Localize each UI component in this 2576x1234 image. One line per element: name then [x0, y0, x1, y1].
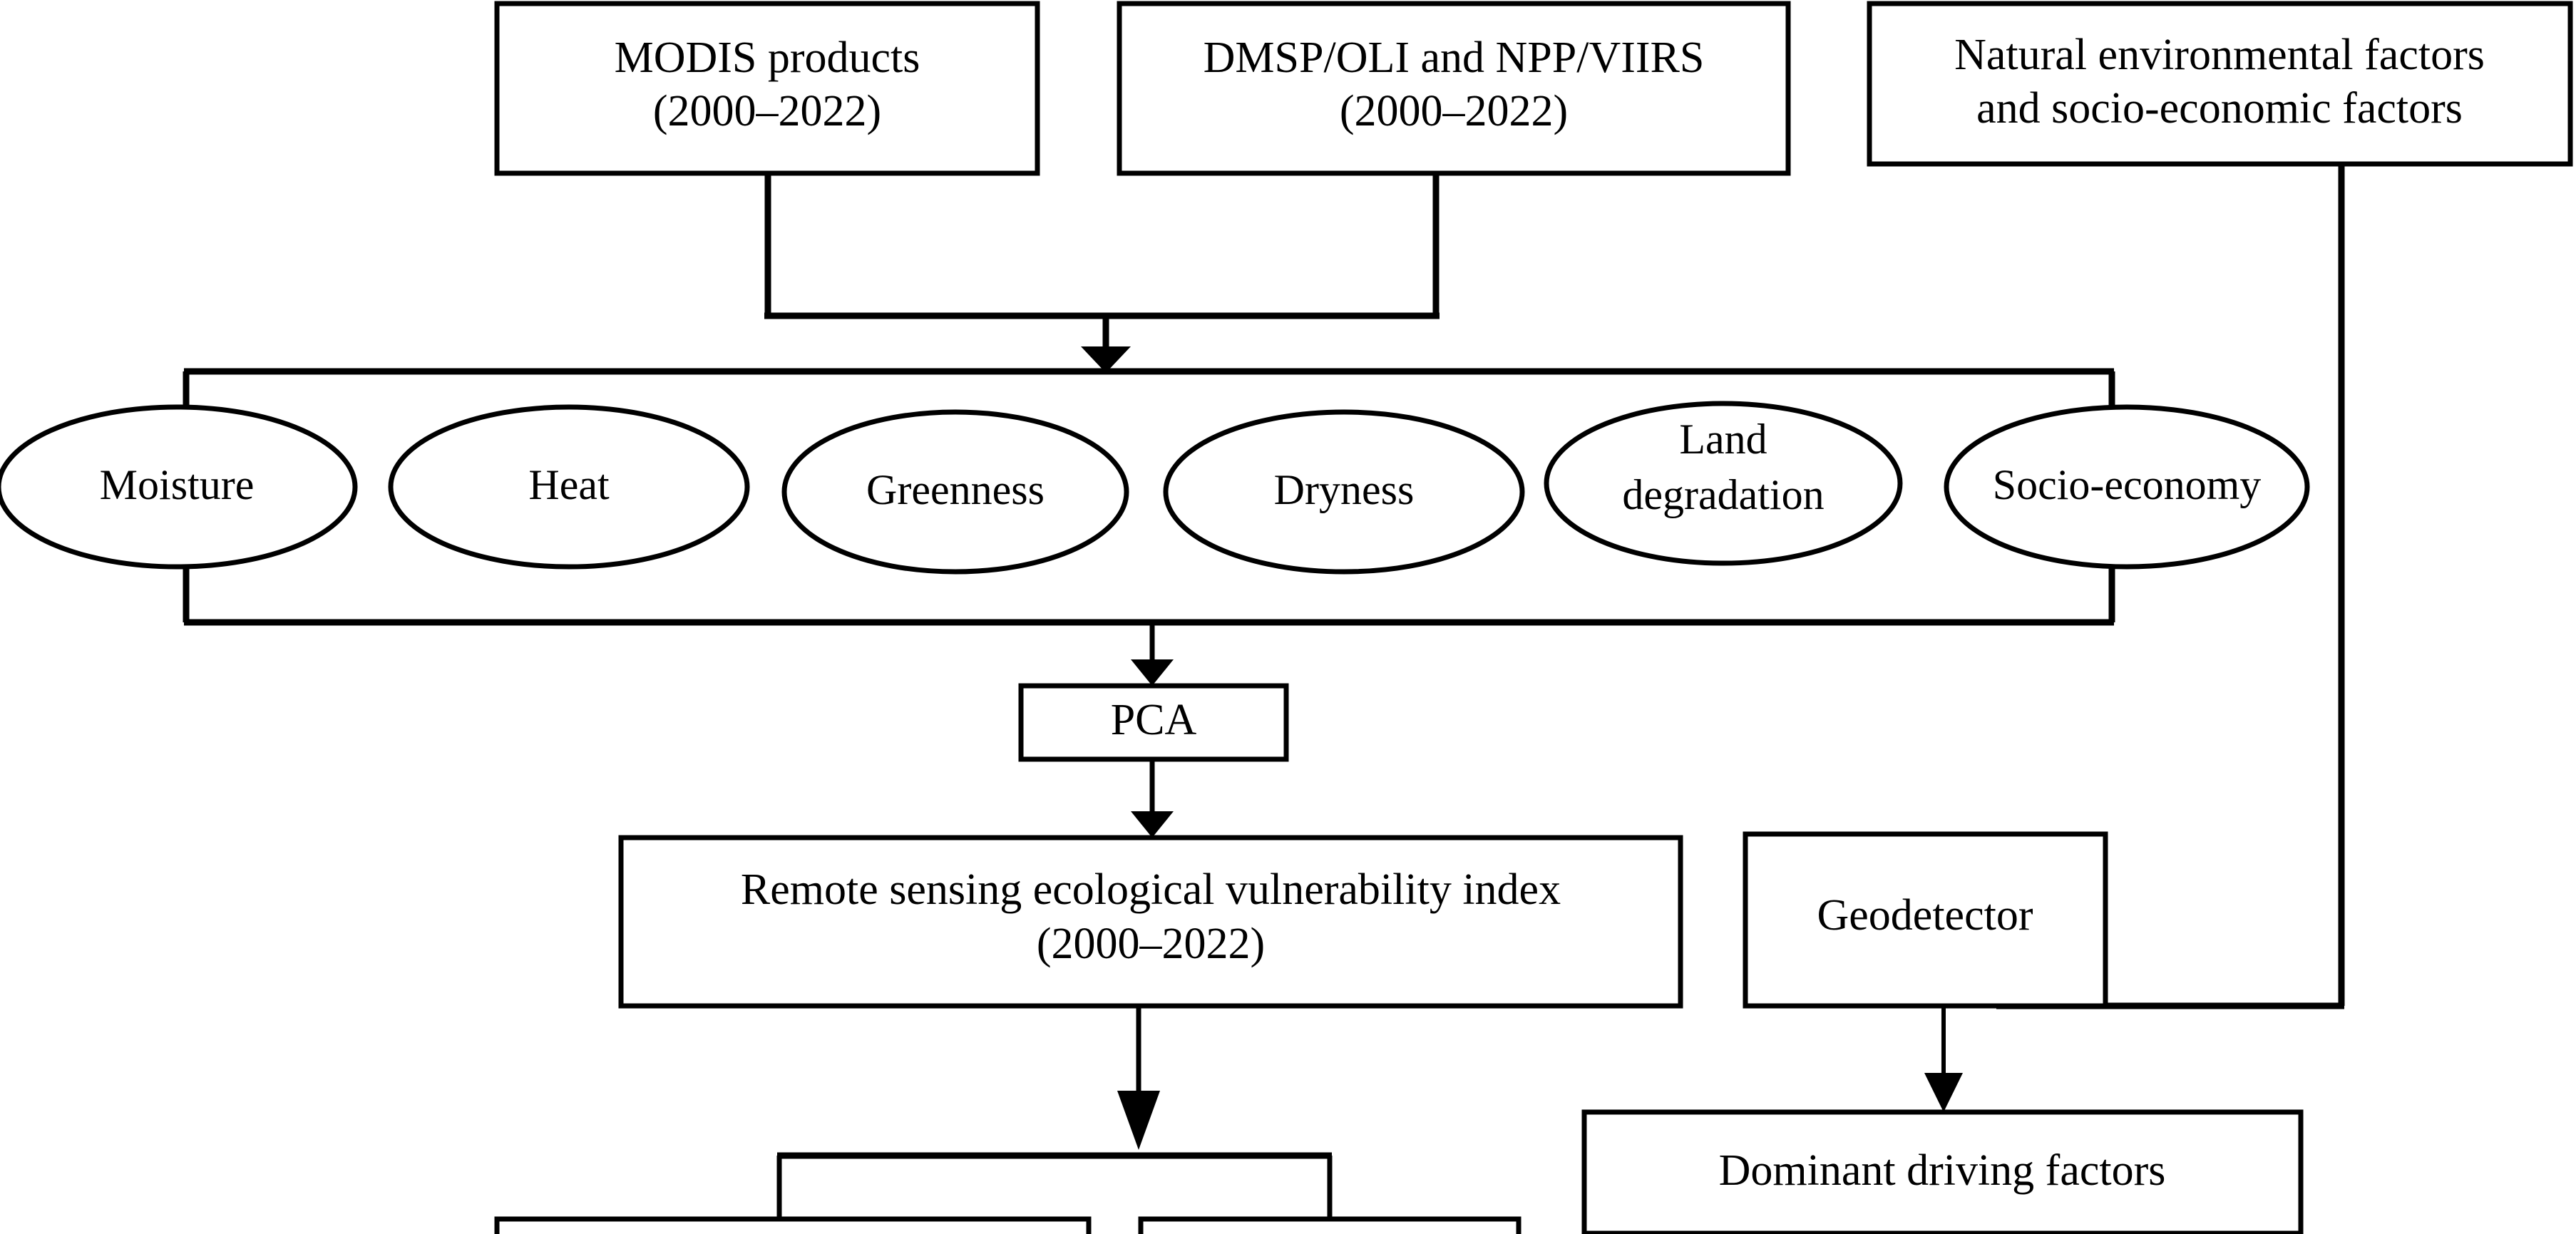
output-box-spatio-temporal-pattern-shape[interactable] [494, 1216, 1092, 1234]
output-box-gravity-center[interactable]: Gravity center [1138, 1216, 1522, 1234]
analysis-box-geodetector-label: Geodetector [1817, 891, 2033, 940]
indicator-ellipse-heat-shape[interactable] [388, 404, 750, 570]
index-box-rsevi-line2: (2000–2022) [1037, 920, 1265, 968]
output-box-dominant-driving-factors-shape[interactable] [1581, 1109, 2304, 1234]
indicator-ellipse-heat[interactable]: Heat [388, 404, 750, 570]
source-box-modis-line1: MODIS products [615, 34, 920, 82]
method-box-pca[interactable]: PCA [1018, 683, 1289, 762]
source-box-factors-line1: Natural environmental factors [1954, 31, 2485, 79]
source-box-modis-shape[interactable] [494, 1, 1040, 176]
indicator-ellipse-land-degradation-line1: Land [1679, 416, 1767, 463]
analysis-box-geodetector-shape[interactable] [1743, 831, 2108, 1009]
indicator-ellipse-dryness-shape[interactable] [1163, 409, 1525, 575]
indicator-ellipse-moisture-line1: Moisture [100, 461, 255, 508]
index-box-rsevi-shape[interactable] [618, 835, 1683, 1009]
index-box-rsevi[interactable]: Remote sensing ecological vulnerability … [618, 835, 1683, 1009]
source-box-factors-line2: and socio-economic factors [1976, 84, 2463, 133]
indicator-ellipse-greenness-shape[interactable] [781, 409, 1129, 575]
indicator-ellipse-land-degradation-line2: degradation [1622, 471, 1824, 518]
analysis-box-geodetector[interactable]: Geodetector [1743, 831, 2108, 1009]
indicator-ellipse-socio-economy-shape[interactable] [1944, 404, 2310, 570]
indicator-ellipse-greenness-line1: Greenness [866, 466, 1045, 513]
output-box-gravity-center-shape[interactable] [1138, 1216, 1522, 1234]
method-box-pca-label: PCA [1111, 696, 1197, 744]
indicator-ellipse-moisture[interactable]: Moisture [0, 404, 358, 570]
source-box-nightlights-line1: DMSP/OLI and NPP/VIIRS [1204, 34, 1705, 82]
source-box-factors[interactable]: Natural environmental factors and socio-… [1867, 1, 2573, 167]
indicator-ellipse-dryness-line1: Dryness [1274, 466, 1415, 513]
indicator-ellipse-land-degradation[interactable]: Land degradation [1544, 401, 1903, 566]
indicator-ellipse-socio-economy[interactable]: Socio-economy [1944, 404, 2310, 570]
source-box-nightlights-shape[interactable] [1117, 1, 1791, 176]
connectors-group [183, 153, 2345, 1220]
arrowhead-geodetector-to-dominant [1924, 1073, 1963, 1112]
indicator-ellipse-heat-line1: Heat [528, 461, 610, 508]
source-box-modis-line2: (2000–2022) [653, 87, 881, 135]
index-box-rsevi-line1: Remote sensing ecological vulnerability … [741, 865, 1561, 914]
indicator-ellipse-socio-economy-line1: Socio-economy [1993, 461, 2262, 508]
output-box-dominant-driving-factors[interactable]: Dominant driving factors [1581, 1109, 2304, 1234]
source-box-modis[interactable]: MODIS products (2000–2022) [494, 1, 1040, 176]
source-box-nightlights-line2: (2000–2022) [1340, 87, 1568, 135]
indicator-ellipse-dryness[interactable]: Dryness [1163, 409, 1525, 575]
indicator-ellipse-greenness[interactable]: Greenness [781, 409, 1129, 575]
source-box-factors-shape[interactable] [1867, 1, 2573, 167]
output-box-dominant-driving-factors-label: Dominant driving factors [1719, 1146, 2166, 1195]
source-box-nightlights[interactable]: DMSP/OLI and NPP/VIIRS (2000–2022) [1117, 1, 1791, 176]
output-box-spatio-temporal-pattern[interactable]: Spatio-temporal pattern [494, 1216, 1092, 1234]
method-box-pca-shape[interactable] [1018, 683, 1289, 762]
indicator-ellipse-moisture-shape[interactable] [0, 404, 358, 570]
arrowhead-indicators-to-pca [1131, 659, 1174, 686]
arrowhead-sources-to-indicators [1081, 346, 1131, 373]
arrowhead-pca-to-rsevi [1131, 811, 1174, 838]
arrowhead-rsevi-down [1117, 1091, 1160, 1150]
indicator-ellipse-land-degradation-shape[interactable] [1544, 401, 1903, 566]
